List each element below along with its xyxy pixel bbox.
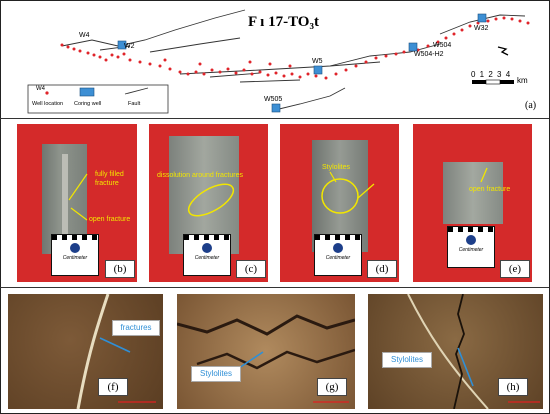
legend-well-example: W4 — [36, 86, 45, 92]
well-label-w32: W32 — [474, 25, 489, 32]
core-sample — [443, 162, 503, 224]
core-e-ann1: open fracture — [469, 186, 511, 193]
north-arrow-icon — [497, 46, 509, 56]
thin-g-svg — [177, 314, 355, 403]
core-d-annotation — [321, 171, 375, 214]
scale-ticks: 0 1 2 3 4 — [471, 70, 512, 79]
core-b-arrows — [68, 173, 88, 221]
legend-well-label: Well location — [32, 101, 64, 107]
legend-coring-label: Coring well — [74, 101, 102, 107]
panel-label-g: (g) — [317, 378, 347, 396]
scale-card-text: Centimeter — [62, 255, 88, 261]
well-label-w4: W4 — [79, 32, 90, 39]
core-d-ann1: Stylolites — [322, 164, 351, 171]
panel-label-e: (e) — [500, 260, 530, 278]
filled-fracture-mark — [62, 154, 68, 250]
core-e-annotation — [480, 167, 488, 183]
thin-section-g: Stylolites (g) — [177, 294, 355, 409]
core-c-ann1: dissolution around fractures — [157, 172, 243, 179]
divider-top — [0, 118, 549, 119]
map-panel: F ı 17-TO₃t W4 W2 W5 W504 W504-H2 W32 W5… — [0, 0, 549, 118]
scale-bar — [472, 79, 514, 85]
thin-g-ann: Stylolites — [191, 366, 241, 382]
core-c-annotation — [187, 183, 235, 217]
well-label-w505: W505 — [264, 96, 283, 103]
well-label-w504: W504 — [433, 42, 452, 49]
coring-wells — [117, 13, 487, 113]
map-svg — [27, 9, 530, 114]
core-b-ann1: fully filled fracture — [95, 171, 124, 187]
thin-h-svg — [407, 294, 540, 409]
well-label-w5: W5 — [312, 58, 323, 65]
panel-label-d: (d) — [367, 260, 397, 278]
thin-f-ann: fractures — [112, 320, 160, 336]
scale-card: Centimeter — [447, 226, 495, 268]
scale-card: Centimeter — [183, 234, 231, 276]
legend-fault-label: Fault — [128, 101, 141, 107]
thin-section-h: Stylolites (h) — [368, 294, 543, 409]
scale-card-text: Centimeter — [458, 247, 484, 253]
scale-card: Centimeter — [314, 234, 362, 276]
scale-card-text: Centimeter — [194, 255, 220, 261]
scale-card-text: Centimeter — [325, 255, 351, 261]
panel-label-f: (f) — [98, 378, 128, 396]
scale-unit: km — [517, 76, 528, 85]
thin-h-ann: Stylolites — [382, 352, 432, 368]
map-title: F ı 17-TO₃t — [248, 14, 319, 30]
core-b-ann2: open fracture — [89, 216, 131, 223]
thin-f-svg — [76, 294, 156, 409]
well-dots — [60, 16, 530, 80]
core-panel-b: fully filled fracture open fracture Cent… — [17, 124, 137, 282]
panel-label-c: (c) — [236, 260, 266, 278]
divider-bottom — [0, 287, 549, 288]
core-panel-d: Stylolites Centimeter (d) — [280, 124, 399, 282]
map-legend — [27, 84, 169, 114]
panel-label-h: (h) — [498, 378, 528, 396]
well-label-w2: W2 — [124, 43, 135, 50]
map-panel-label: (a) — [525, 100, 537, 111]
thin-section-f: fractures (f) — [8, 294, 163, 409]
core-panel-e: open fracture Centimeter (e) — [413, 124, 532, 282]
well-label-w504-h2: W504-H2 — [414, 51, 444, 58]
scale-card: Centimeter — [51, 234, 99, 276]
core-panel-c: dissolution around fractures Centimeter … — [149, 124, 268, 282]
panel-label-b: (b) — [105, 260, 135, 278]
